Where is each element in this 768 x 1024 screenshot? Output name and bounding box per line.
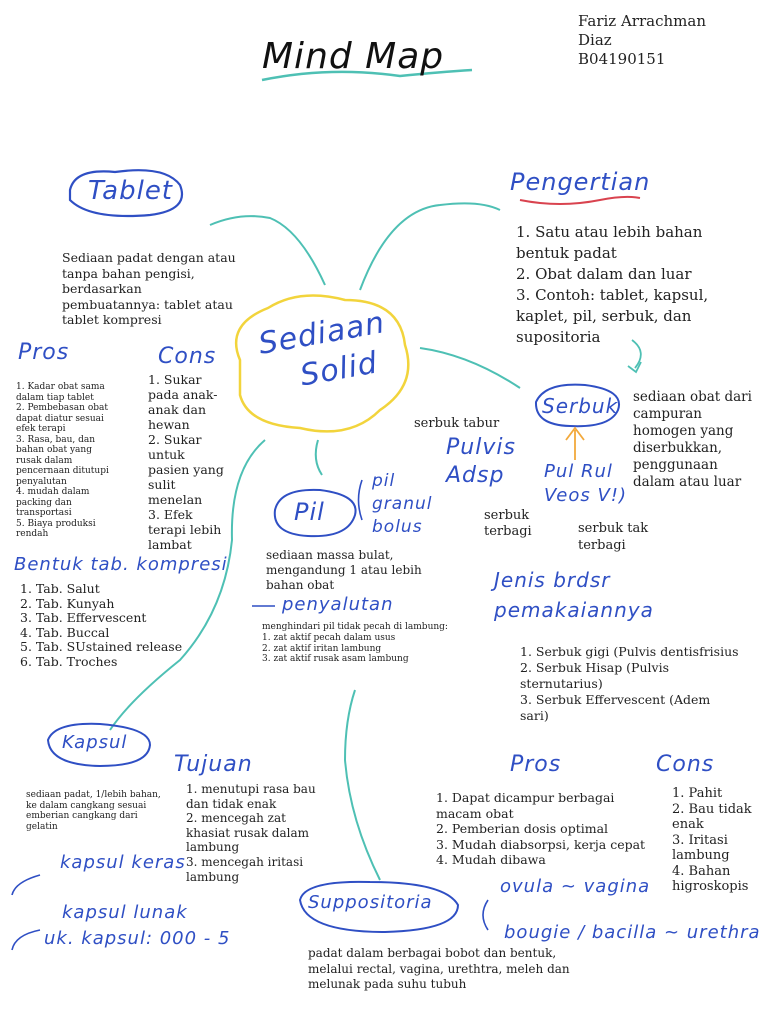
tablet-forms-label: Bentuk tab. kompresi: [14, 554, 228, 575]
author-block: Fariz Arrachman Diaz B04190151: [578, 12, 706, 69]
serbuk-arrow: [565, 426, 585, 460]
kapsul-label: Kapsul: [62, 732, 128, 753]
tablet-forms-list: 1. Tab. Salut 2. Tab. Kunyah 3. Tab. Eff…: [20, 581, 220, 670]
list-item: 3. mencegah iritasi lambung: [186, 854, 304, 884]
list-item: 3. Serbuk Effervescent (Adem sari): [520, 692, 711, 723]
list-item: 1. Kadar obat sama dalam tiap tablet: [16, 382, 105, 403]
kapsul-bubble: [46, 722, 152, 768]
serbuk-cons-list: 1. Pahit 2. Bau tidak enak 3. Iritasi la…: [672, 786, 764, 895]
pil-variants: pil granul bolus: [372, 471, 433, 537]
serbuk-bubble: [534, 383, 621, 428]
list-item: 4. Bahan higroskopis: [672, 863, 749, 895]
list-item: 3. Iritasi lambung: [672, 832, 730, 864]
list-item: 1. zat aktif pecah dalam usus: [262, 633, 396, 643]
suppositoria-label: Suppositoria: [308, 892, 433, 913]
author-name: Fariz Arrachman: [578, 12, 706, 30]
connector-pengertian: [359, 202, 501, 291]
list-item: 1. Tab. Salut: [20, 581, 100, 596]
suppositoria-ovula: ovula ~ vagina: [500, 876, 651, 897]
suppositoria-bubble: [298, 880, 460, 934]
kapsul-keras: kapsul keras: [60, 852, 186, 873]
pil-label: Pil: [294, 498, 325, 526]
list-item: 4. Tab. Buccal: [20, 624, 110, 640]
list-item: 3. Rasa, bau, dan bahan obat yang rusak …: [16, 434, 109, 487]
serbuk-definition: sediaan obat dari campuran homogen yang …: [633, 389, 752, 490]
list-item: 2. zat aktif iritan lambung: [262, 643, 382, 654]
suppositoria-definition: padat dalam berbagai bobot dan bentuk, m…: [308, 946, 570, 991]
tablet-cons-list: 1. Sukar pada anak-anak dan hewan 2. Suk…: [148, 372, 230, 552]
author-name-2: Diaz: [578, 31, 612, 49]
arrow-pengertian-serbuk: [631, 339, 642, 369]
pil-penyalutan-intro: menghindari pil tidak pecah di lambung:: [262, 622, 448, 632]
list-item: 1. Pahit: [672, 786, 723, 801]
student-id: B04190151: [578, 50, 666, 68]
list-item: 4. Mudah dibawa: [436, 852, 546, 868]
connector-suppositoria: [343, 689, 381, 881]
pil-definition: sediaan massa bulat, mengandung 1 atau l…: [266, 548, 422, 592]
serbuk-pros-label: Pros: [510, 752, 562, 777]
list-item: 6. Tab. Troches: [20, 653, 118, 669]
kapsul-definition: sediaan padat, 1/lebih bahan, ke dalam c…: [26, 790, 161, 832]
suppositoria-bougie: bougie / bacilla ~ urethra: [504, 922, 761, 943]
kapsul-lunak: kapsul lunak: [62, 902, 188, 923]
title-underline: [261, 68, 473, 82]
list-item: 2. Pembebasan obat dapat diatur sesuai e…: [16, 403, 108, 434]
serbuk-terbagi-hand: Pul Rul Veos V!): [544, 461, 627, 506]
serbuk-pros-list: 1. Dapat dicampur berbagai macam obat 2.…: [436, 790, 662, 868]
tablet-definition: Sediaan padat dengan atau tanpa bahan pe…: [62, 250, 236, 327]
list-item: 1. Satu atau lebih bahan bentuk padat: [516, 223, 703, 262]
kapsul-ukuran: uk. kapsul: 000 - 5: [44, 928, 231, 949]
pil-bubble: [273, 488, 357, 538]
connector-serbuk: [419, 347, 521, 389]
list-item: 1. Dapat dicampur berbagai macam obat: [436, 790, 615, 821]
list-item: 5. Tab. SUstained release: [20, 639, 183, 655]
kapsul-tujuan-list: 1. menutupi rasa bau dan tidak enak 2. m…: [186, 782, 318, 884]
tablet-pros-label: Pros: [18, 340, 70, 365]
list-item: 3. Tab. Effervescent: [20, 610, 147, 626]
serbuk-label: Serbuk: [542, 394, 619, 418]
page-title: Mind Map: [262, 36, 445, 77]
tablet-bubble: [68, 169, 183, 218]
serbuk-jenis-label: Jenis brdsr pemakaiannya: [494, 568, 654, 622]
tablet-pros-list: 1. Kadar obat sama dalam tiap tablet 2. …: [16, 382, 116, 540]
list-item: 3. Efek terapi lebih lambat: [148, 507, 222, 552]
pil-penyalutan-list: 1. zat aktif pecah dalam usus 2. zat akt…: [262, 633, 482, 665]
connector-pil: [314, 439, 323, 476]
list-item: 5. Biaya produksi rendah: [16, 518, 96, 540]
list-item: 3. Mudah diabsorpsi, kerja cepat: [436, 836, 646, 852]
center-bubble: [234, 294, 410, 433]
serbuk-terbagi: serbuk terbagi: [484, 508, 532, 539]
list-item: 2. mencegah zat khasiat rusak dalam lamb…: [186, 811, 310, 855]
list-item: 2. Pemberian dosis optimal: [436, 821, 609, 837]
list-item: 2. Serbuk Hisap (Pulvis sternutarius): [520, 660, 669, 691]
list-item: 2. Sukar untuk pasien yang sulit menelan: [148, 432, 224, 507]
pengertian-underline: [519, 195, 641, 205]
serbuk-tabur-label: serbuk tabur: [414, 416, 500, 431]
pengertian-label: Pengertian: [510, 168, 651, 196]
connector-kapsul: [109, 439, 266, 731]
list-item: 2. Obat dalam dan luar: [516, 265, 692, 283]
tablet-label: Tablet: [88, 176, 174, 206]
serbuk-tak-terbagi: serbuk tak terbagi: [578, 521, 649, 553]
pengertian-list: 1. Satu atau lebih bahan bentuk padat 2.…: [516, 222, 746, 348]
serbuk-cons-label: Cons: [656, 752, 715, 777]
pil-penyalutan-label: penyalutan: [282, 594, 394, 615]
list-item: 3. zat aktif rusak asam lambung: [262, 654, 409, 664]
list-item: 1. Serbuk gigi (Pulvis dentisfrisius: [520, 644, 739, 659]
list-item: 1. Sukar pada anak-anak dan hewan: [148, 372, 218, 432]
serbuk-tabur-hand: Pulvis Adsp: [446, 435, 516, 488]
tablet-cons-label: Cons: [158, 344, 217, 369]
kapsul-tujuan-label: Tujuan: [174, 752, 253, 777]
list-item: 1. menutupi rasa bau dan tidak enak: [186, 782, 316, 811]
serbuk-jenis-list: 1. Serbuk gigi (Pulvis dentisfrisius 2. …: [520, 644, 740, 724]
list-item: 3. Contoh: tablet, kapsul, kaplet, pil, …: [516, 286, 709, 346]
list-item: 2. Tab. Kunyah: [20, 595, 115, 611]
list-item: 2. Bau tidak enak: [672, 801, 752, 833]
connector-tablet: [209, 215, 326, 286]
list-item: 4. mudah dalam packing dan transportasi: [16, 487, 90, 518]
